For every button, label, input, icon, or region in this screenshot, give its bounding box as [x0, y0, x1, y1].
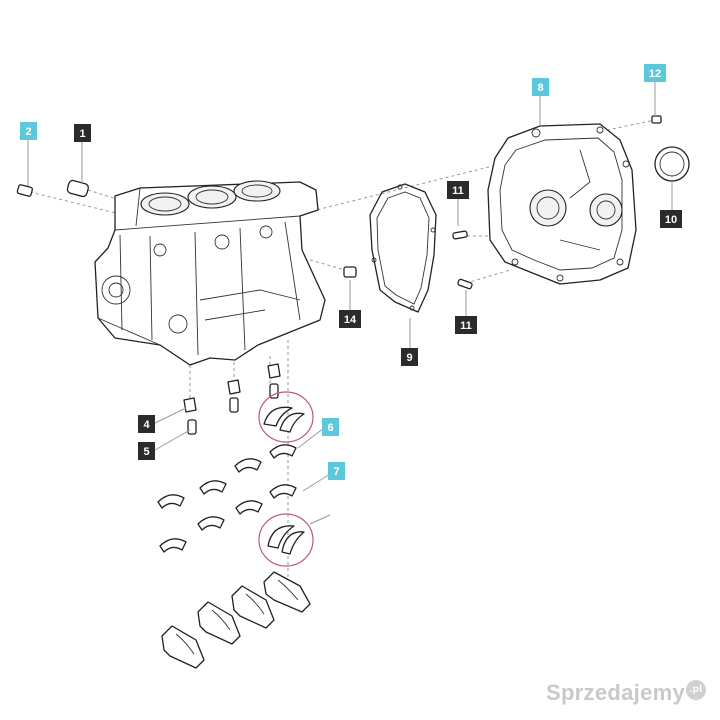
bolt-part-12 [651, 115, 662, 124]
svg-text:2: 2 [25, 126, 31, 138]
flywheel-housing-part-8 [487, 123, 637, 285]
main-bearing-caps [161, 571, 311, 669]
oil-seal-part-10 [654, 146, 690, 182]
highlight-circle-6 [258, 391, 314, 443]
callout-2: 2 [20, 122, 37, 140]
sprzedajemy-watermark: Sprzedajemy.pl [546, 680, 706, 706]
svg-text:12: 12 [649, 68, 661, 80]
svg-text:8: 8 [537, 82, 543, 94]
callout-8: 8 [532, 78, 549, 96]
callout-11-upper: 11 [447, 181, 469, 199]
callout-6: 6 [322, 418, 339, 436]
plug-part-1 [66, 179, 89, 198]
callout-7: 7 [328, 462, 345, 480]
gasket-part-9 [369, 183, 437, 313]
engine-block [94, 180, 326, 366]
callout-9: 9 [401, 348, 418, 366]
plug-part-14 [343, 266, 357, 278]
leader-lines [27, 81, 673, 525]
highlight-circle-7 [258, 513, 314, 567]
svg-text:11: 11 [460, 320, 472, 332]
thrust-washer-part-7 [258, 513, 314, 567]
callout-12: 12 [644, 64, 666, 82]
cap-bolts-part-5 [187, 383, 279, 435]
callout-11-lower: 11 [455, 316, 477, 334]
callout-1: 1 [74, 124, 91, 142]
svg-text:4: 4 [143, 419, 150, 431]
svg-text:9: 9 [406, 352, 412, 364]
svg-text:11: 11 [452, 185, 464, 197]
dowel-pin-11-lower [457, 278, 473, 290]
cap-bolts-part-4 [183, 363, 281, 413]
svg-text:14: 14 [344, 314, 357, 326]
callout-14: 14 [339, 310, 361, 328]
main-bearing-shells-upper [157, 444, 297, 553]
svg-text:5: 5 [143, 446, 149, 458]
svg-text:1: 1 [79, 128, 85, 140]
svg-text:10: 10 [665, 214, 677, 226]
callout-4: 4 [138, 415, 155, 433]
callout-5: 5 [138, 442, 155, 460]
svg-text:7: 7 [333, 466, 339, 478]
callout-10: 10 [660, 210, 682, 228]
plug-part-2 [16, 184, 33, 197]
dowel-pin-11-upper [452, 230, 468, 240]
thrust-washer-part-6 [258, 391, 314, 443]
svg-text:6: 6 [327, 422, 333, 434]
